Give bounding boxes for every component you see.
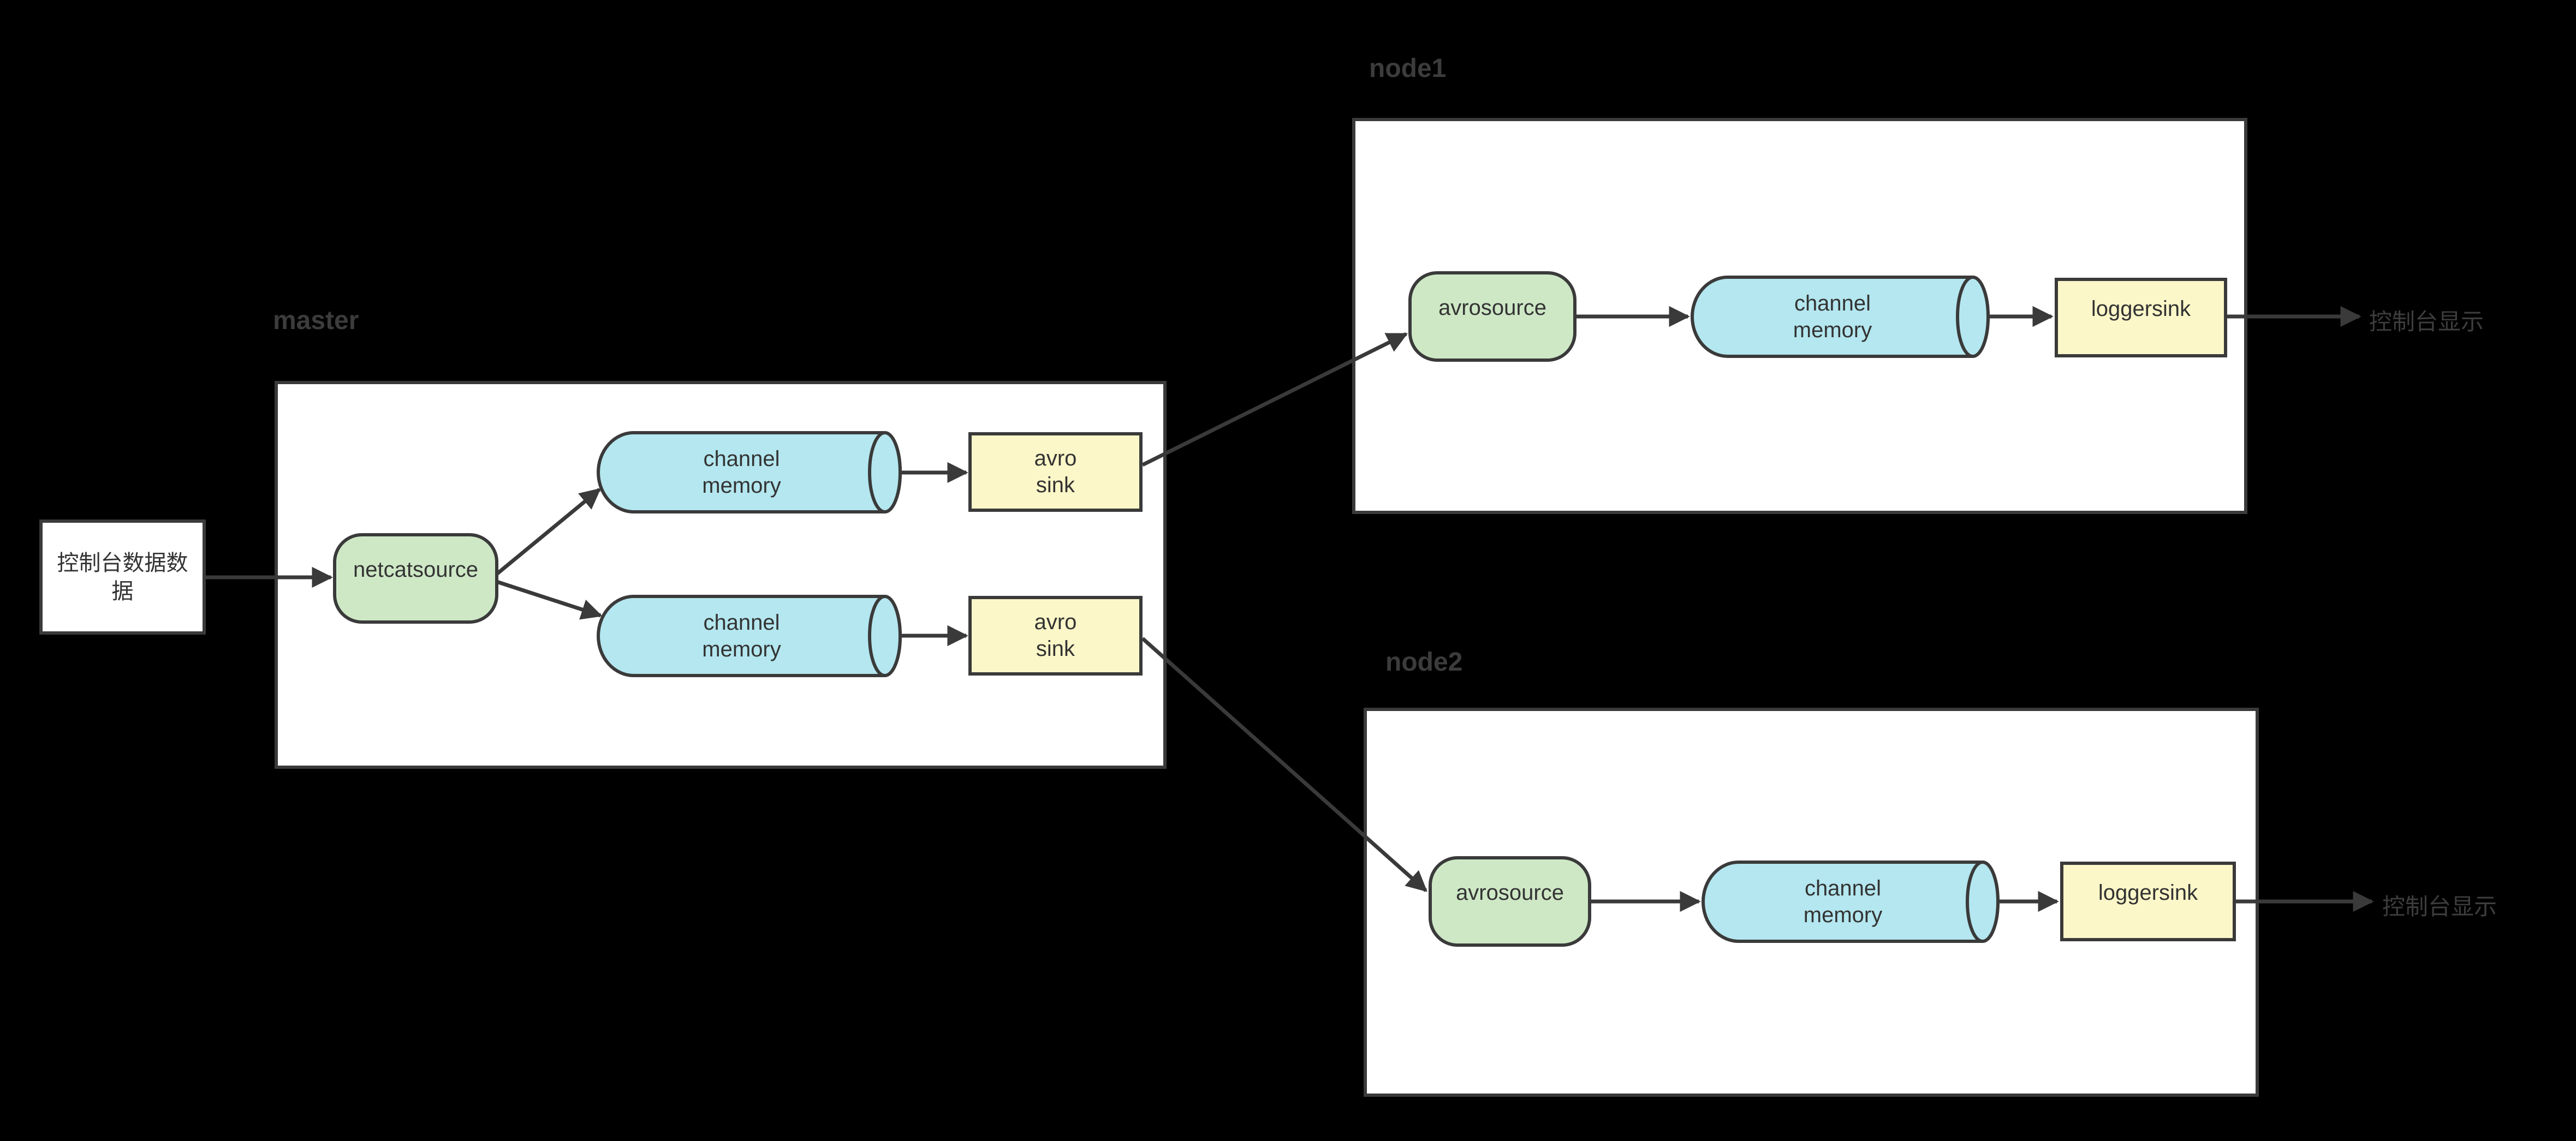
node1-console-output-label: 控制台显示 [2369, 309, 2484, 334]
node1-channel-lid [1956, 276, 1990, 358]
node2-title: node2 [1385, 648, 1463, 677]
arrow-netcatsource-to-channel-bottom [496, 580, 603, 620]
node1-avrosource-shape [1408, 271, 1576, 362]
arrow-avro-sink-top-to-node1-avrosource [1141, 332, 1408, 467]
node1-loggersink-shape [2055, 278, 2227, 357]
avro-sink-top-shape [968, 432, 1143, 512]
console-input-label: 控制台数据数据 [57, 551, 188, 604]
netcatsource-shape [333, 533, 498, 624]
master-channel-bottom-lid [868, 595, 902, 677]
console-input-box: 控制台数据数据 [39, 519, 206, 635]
master-channel-top-cylinder [597, 431, 902, 513]
master-channel-bottom-cylinder [597, 595, 902, 677]
node2-channel-cylinder [1702, 861, 2000, 943]
node2-loggersink-shape [2060, 862, 2236, 941]
avro-sink-bottom-shape [968, 596, 1143, 676]
master-channel-top-lid [868, 431, 902, 513]
master-title: master [273, 306, 359, 335]
node2-channel-lid [1966, 861, 2000, 943]
node1-channel-cylinder [1691, 276, 1990, 358]
arrow-avro-sink-bottom-to-node2-avrosource [1141, 637, 1427, 892]
node2-console-output-label: 控制台显示 [2382, 894, 2497, 919]
arrow-netcatsource-to-channel-top [495, 488, 601, 576]
node1-title: node1 [1369, 54, 1447, 83]
node2-avrosource-shape [1429, 856, 1591, 947]
